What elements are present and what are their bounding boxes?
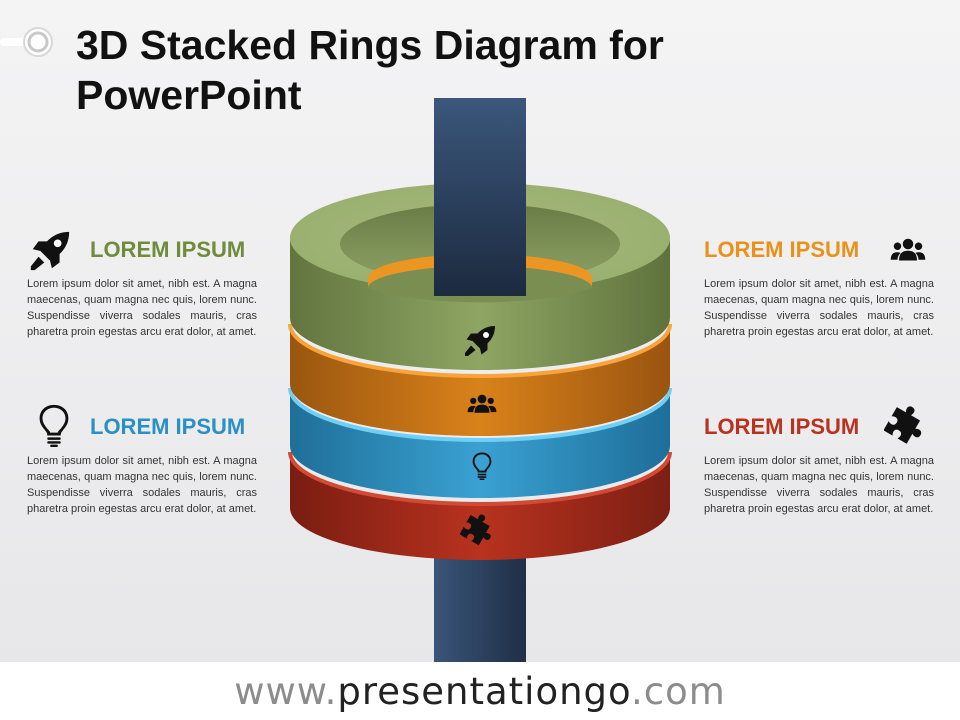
puzzle-icon xyxy=(884,401,930,447)
footer-url-prefix: www. xyxy=(234,670,338,713)
footer: www.presentationgo.com xyxy=(0,662,960,720)
block-body-text: Lorem ipsum dolor sit amet, nibh est. A … xyxy=(704,455,934,515)
block-body-text: Lorem ipsum dolor sit amet, nibh est. A … xyxy=(27,455,257,515)
block-body-text: Lorem ipsum dolor sit amet, nibh est. A … xyxy=(704,278,934,338)
ring-green-side xyxy=(290,238,670,370)
footer-url-brand: presentationgo xyxy=(337,670,632,713)
block-heading: LOREM IPSUM xyxy=(704,237,860,262)
block-body-text: Lorem ipsum dolor sit amet, nibh est. A … xyxy=(27,278,257,338)
footer-url[interactable]: www.presentationgo.com xyxy=(0,670,960,713)
ring-blue-side xyxy=(290,388,670,498)
people-icon xyxy=(884,232,932,268)
ring-orange-side xyxy=(290,324,670,436)
presentationgo-logo-mark xyxy=(0,22,60,66)
title-line-1: 3D Stacked Rings Diagram for xyxy=(76,22,664,68)
page-title: 3D Stacked Rings Diagram for PowerPoint xyxy=(76,20,796,120)
rocket-icon xyxy=(27,228,73,274)
lightbulb-icon xyxy=(31,401,77,447)
block-heading: LOREM IPSUM xyxy=(90,237,246,262)
block-heading: LOREM IPSUM xyxy=(90,414,246,439)
pole-top xyxy=(434,98,526,296)
footer-url-suffix: .com xyxy=(631,670,726,713)
title-line-2: PowerPoint xyxy=(76,72,302,118)
block-heading: LOREM IPSUM xyxy=(704,414,860,439)
